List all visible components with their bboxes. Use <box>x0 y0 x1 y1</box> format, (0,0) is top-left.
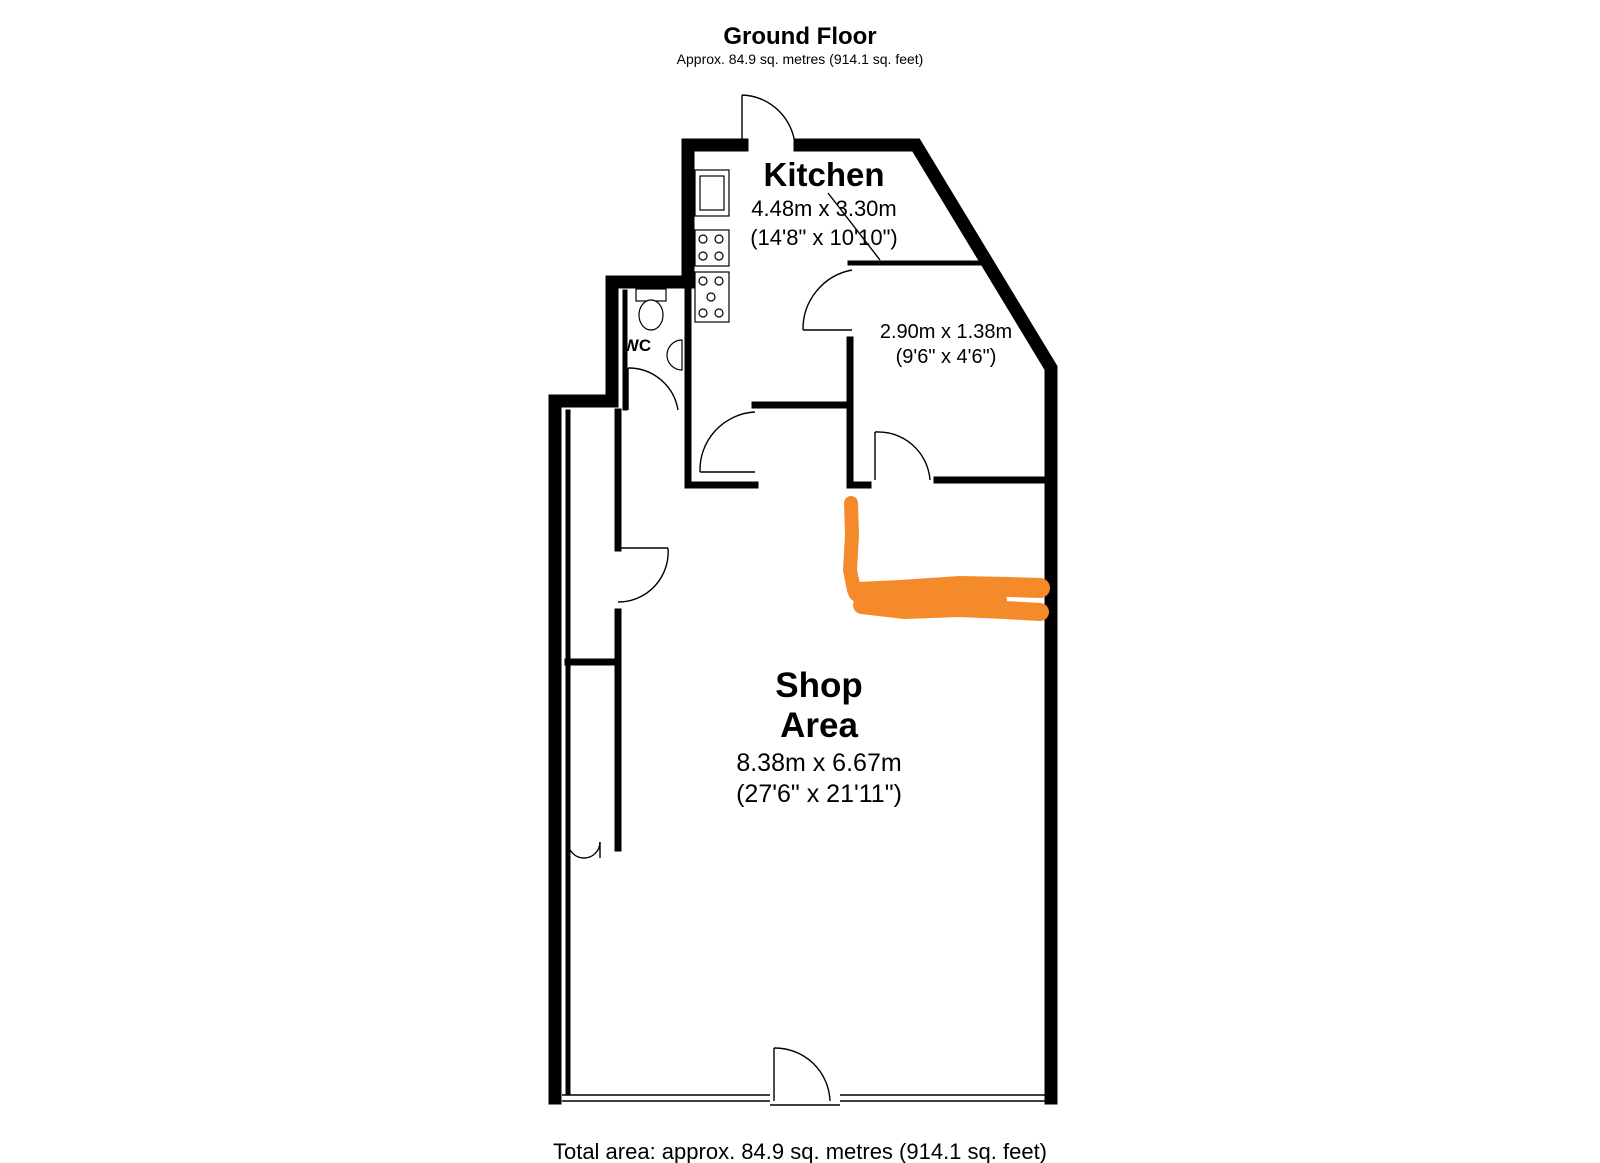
hob-ring-icon <box>698 251 708 261</box>
wc-basin-icon <box>666 339 683 371</box>
sink-basin-icon <box>699 175 725 211</box>
kitchen-metric: 4.48m x 3.30m <box>751 196 897 221</box>
inner-walls <box>564 260 1049 1096</box>
shop-name-line2: Area <box>780 706 858 745</box>
toilet-bowl-icon <box>638 299 664 331</box>
floor-title: Ground Floor <box>723 23 876 50</box>
hob-ring-icon <box>714 234 724 244</box>
store-door-lower <box>874 431 931 481</box>
outer-wall-right <box>793 138 1058 1105</box>
outer-walls <box>548 138 1058 1106</box>
corridor-door <box>617 547 669 603</box>
cooker-ring-icon <box>714 308 724 318</box>
orange-annotation-mark <box>843 496 1050 621</box>
outer-wall-left <box>548 138 749 1105</box>
cooker-ring-icon <box>714 276 724 286</box>
total-area-footer: Total area: approx. 84.9 sq. metres (914… <box>553 1139 1047 1163</box>
wc-door <box>627 367 679 411</box>
store-door-upper <box>802 269 853 331</box>
cooker-ring-icon <box>698 276 708 286</box>
wc-name: WC <box>623 336 651 355</box>
cooker-ring-icon <box>698 308 708 318</box>
hob-ring-icon <box>714 251 724 261</box>
wc-fixtures <box>635 288 683 371</box>
store-imperial: (9'6" x 4'6") <box>896 346 997 368</box>
cooker-ring-icon <box>706 292 716 302</box>
shop-metric: 8.38m x 6.67m <box>736 749 901 777</box>
shop-imperial: (27'6" x 21'11") <box>736 780 902 808</box>
kitchen-back-door <box>741 94 796 146</box>
hob-ring-icon <box>698 234 708 244</box>
kitchen-name: Kitchen <box>763 156 884 193</box>
kitchen-door-lower <box>699 411 756 473</box>
kitchen-imperial: (14'8" x 10'10") <box>750 225 898 250</box>
floor-area-subtitle: Approx. 84.9 sq. metres (914.1 sq. feet) <box>677 51 924 67</box>
store-metric: 2.90m x 1.38m <box>880 321 1012 343</box>
doors <box>567 94 931 1102</box>
toilet-cistern-icon <box>635 288 667 302</box>
kitchen-fixtures <box>694 169 881 323</box>
cupboard-double-door <box>567 841 601 859</box>
kitchen-worktop-line <box>827 192 881 261</box>
shop-name-line1: Shop <box>775 666 862 705</box>
entrance-door <box>773 1047 831 1102</box>
hob-icon <box>694 229 730 267</box>
